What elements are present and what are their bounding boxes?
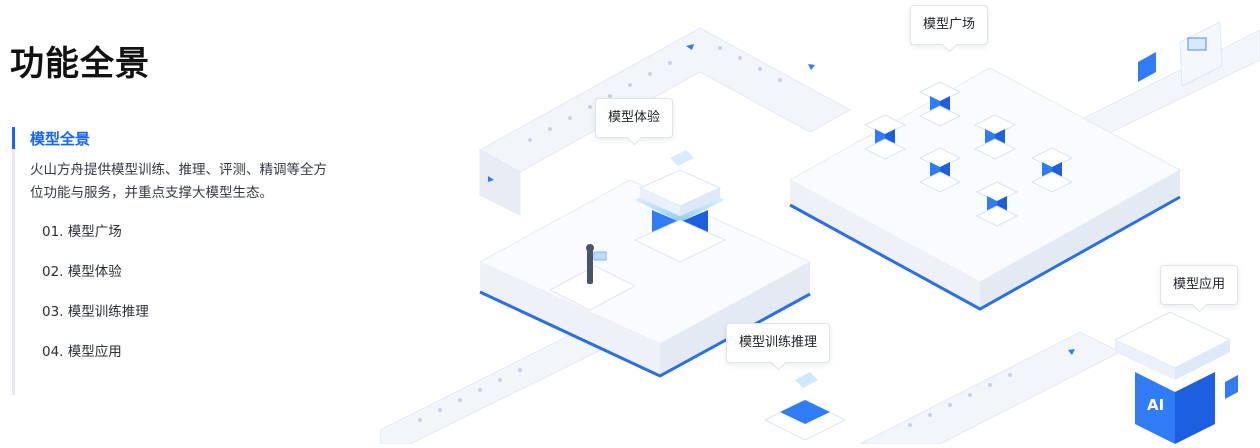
model-blocks-grid bbox=[863, 81, 1074, 227]
nav-item-model-application[interactable]: 04. 模型应用 bbox=[42, 344, 122, 360]
page-title: 功能全景 bbox=[10, 44, 150, 84]
section-description: 火山方舟提供模型训练、推理、评测、精调等全方位功能与服务，并重点支撑大模型生态。 bbox=[30, 162, 327, 201]
isometric-scene: AI 模型体验 模型广场 模型训练推理 模型应用 bbox=[379, 0, 1260, 445]
section-heading[interactable]: 模型全景 bbox=[30, 130, 91, 148]
decor-top-right bbox=[1138, 21, 1223, 87]
block-application: AI bbox=[1113, 311, 1238, 444]
isometric-illustration: AI bbox=[379, 21, 1260, 445]
ai-block-label: AI bbox=[1147, 396, 1164, 414]
block-experience bbox=[633, 150, 727, 263]
feature-nav-list: 01. 模型广场 02. 模型体验 03. 模型训练推理 04. 模型应用 bbox=[42, 222, 149, 382]
tooltip-model-training[interactable]: 模型训练推理 bbox=[726, 323, 831, 363]
tooltip-model-square[interactable]: 模型广场 bbox=[910, 5, 989, 45]
nav-item-model-square[interactable]: 01. 模型广场 bbox=[42, 224, 122, 240]
platform-model-square bbox=[788, 67, 1182, 311]
tooltip-model-experience[interactable]: 模型体验 bbox=[595, 98, 674, 138]
platform-experience bbox=[478, 179, 812, 378]
nav-item-model-experience[interactable]: 02. 模型体验 bbox=[42, 264, 122, 280]
path-arrows bbox=[488, 44, 1075, 355]
block-training bbox=[763, 372, 847, 441]
connector-paths bbox=[379, 27, 1260, 445]
path-dots bbox=[418, 46, 1012, 427]
section-indicator-active bbox=[12, 127, 15, 149]
nav-item-model-training[interactable]: 03. 模型训练推理 bbox=[42, 304, 149, 320]
section-indicator-track bbox=[12, 127, 15, 395]
tooltip-model-application[interactable]: 模型应用 bbox=[1160, 265, 1239, 305]
